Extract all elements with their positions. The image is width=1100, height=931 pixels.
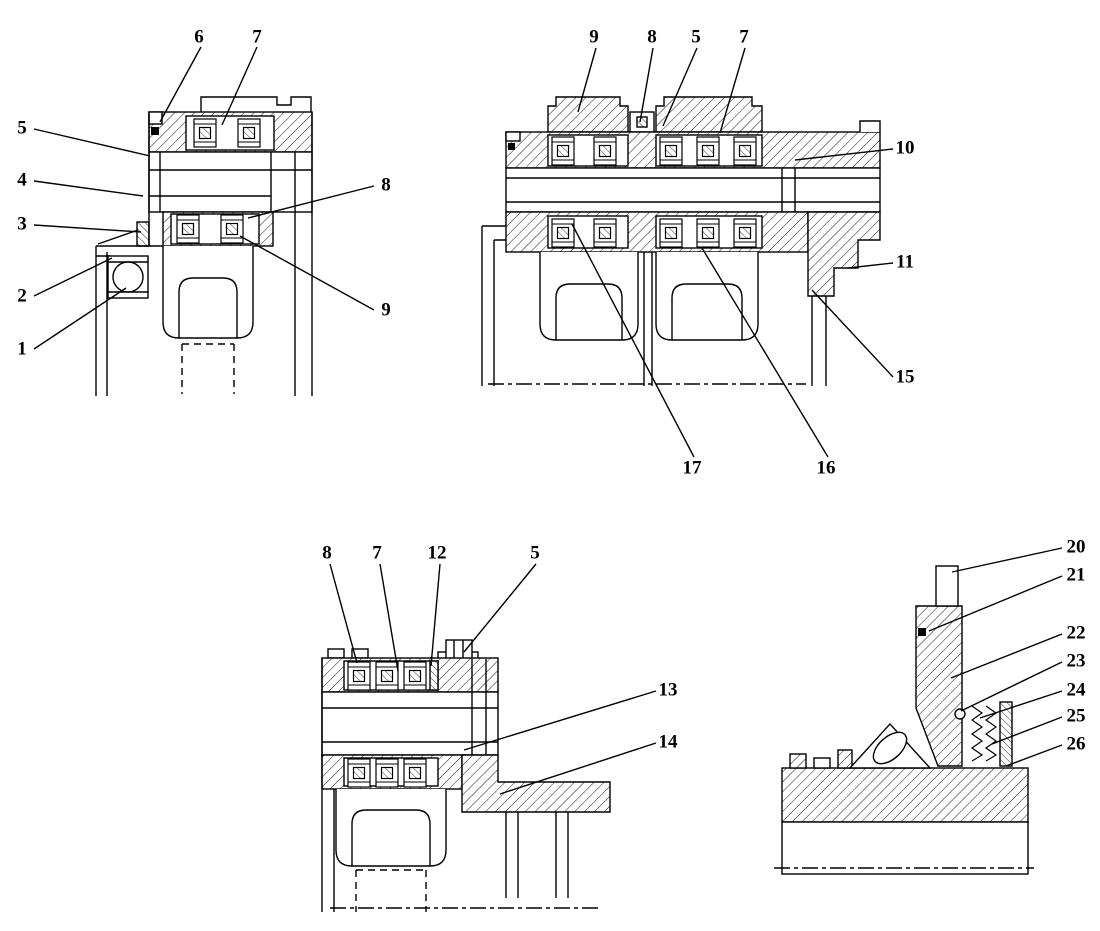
callout-v1-1: 1 — [17, 338, 27, 360]
callout-v2-8: 8 — [647, 26, 657, 48]
callout-v1-6: 6 — [194, 26, 204, 48]
leader-lines — [33, 46, 1063, 795]
callout-v4-20: 20 — [1066, 536, 1086, 558]
callout-v2-16: 16 — [816, 457, 836, 479]
callout-v2-11: 11 — [896, 251, 914, 273]
view-lower-right-detail — [774, 565, 1034, 875]
callout-v3-5: 5 — [530, 542, 540, 564]
callout-v3-12: 12 — [427, 542, 447, 564]
callout-v1-7: 7 — [252, 26, 262, 48]
view-upper-left-assembly — [95, 96, 313, 396]
callout-v4-23: 23 — [1066, 650, 1086, 672]
callout-v1-3: 3 — [17, 213, 27, 235]
callout-v2-5: 5 — [691, 26, 701, 48]
callout-v1-5: 5 — [17, 117, 27, 139]
callout-v3-13: 13 — [658, 679, 678, 701]
callout-v4-22: 22 — [1066, 622, 1086, 644]
callout-v2-17: 17 — [682, 457, 702, 479]
callout-v3-14: 14 — [658, 731, 678, 753]
view-upper-right-assembly — [481, 96, 881, 386]
callout-v2-10: 10 — [895, 137, 915, 159]
callout-v4-26: 26 — [1066, 733, 1086, 755]
callout-v3-8: 8 — [322, 542, 332, 564]
callout-v2-9: 9 — [589, 26, 599, 48]
callout-v1-9: 9 — [381, 299, 391, 321]
callout-v4-21: 21 — [1066, 564, 1086, 586]
callout-v4-25: 25 — [1066, 705, 1086, 727]
callout-v2-15: 15 — [895, 366, 915, 388]
callout-v4-24: 24 — [1066, 679, 1086, 701]
callout-v3-7: 7 — [372, 542, 382, 564]
callout-v2-7: 7 — [739, 26, 749, 48]
view-lower-middle-assembly — [321, 639, 611, 912]
callout-v1-4: 4 — [17, 169, 27, 191]
callout-v1-8: 8 — [381, 174, 391, 196]
callout-v1-2: 2 — [17, 285, 27, 307]
